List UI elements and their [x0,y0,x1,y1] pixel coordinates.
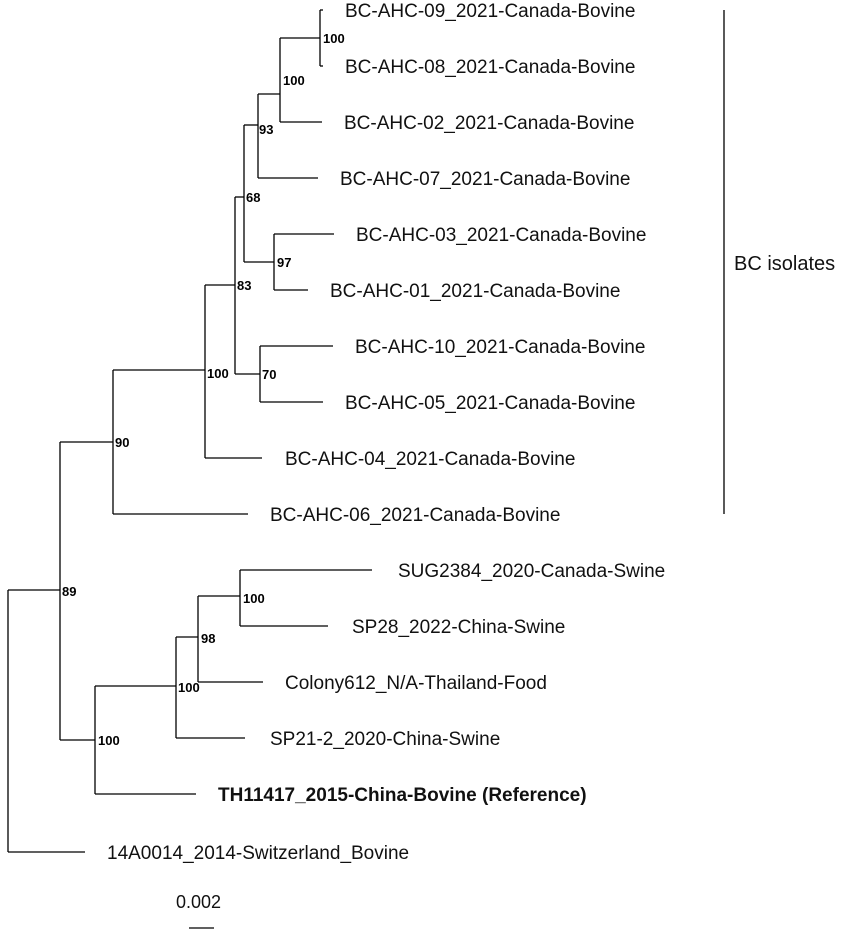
leaf-label-sp21-2: SP21-2_2020-China-Swine [270,729,500,750]
leaf-labels: BC-AHC-09_2021-Canada-Bovine BC-AHC-08_2… [107,1,665,864]
support-value: 90 [115,435,129,450]
leaf-label-th11417-reference: TH11417_2015-China-Bovine (Reference) [218,785,587,806]
leaf-label-bc-ahc-05: BC-AHC-05_2021-Canada-Bovine [345,393,635,414]
leaf-label-colony612: Colony612_N/A-Thailand-Food [285,673,547,694]
support-values: 100 100 93 97 70 68 83 100 90 100 98 100… [62,31,345,748]
support-value: 100 [178,680,200,695]
support-value: 98 [201,631,215,646]
leaf-label-sug2384: SUG2384_2020-Canada-Swine [398,561,665,582]
support-value: 100 [98,733,120,748]
support-value: 100 [323,31,345,46]
leaf-label-bc-ahc-02: BC-AHC-02_2021-Canada-Bovine [344,113,634,134]
leaf-label-sp28: SP28_2022-China-Swine [352,617,565,638]
leaf-label-bc-ahc-03: BC-AHC-03_2021-Canada-Bovine [356,225,646,246]
support-value: 97 [277,255,291,270]
leaf-label-bc-ahc-04: BC-AHC-04_2021-Canada-Bovine [285,449,575,470]
support-value: 93 [259,122,273,137]
clade-annotation: BC isolates [734,253,835,275]
leaf-label-14a0014: 14A0014_2014-Switzerland_Bovine [107,843,409,864]
leaf-label-bc-ahc-09: BC-AHC-09_2021-Canada-Bovine [345,1,635,22]
support-value: 83 [237,278,251,293]
leaf-label-bc-ahc-06: BC-AHC-06_2021-Canada-Bovine [270,505,560,526]
leaf-label-bc-ahc-08: BC-AHC-08_2021-Canada-Bovine [345,57,635,78]
support-value: 70 [262,367,276,382]
support-value: 100 [283,73,305,88]
scale-bar-label: 0.002 [176,892,221,912]
support-value: 89 [62,584,76,599]
leaf-label-bc-ahc-07: BC-AHC-07_2021-Canada-Bovine [340,169,630,190]
leaf-label-bc-ahc-10: BC-AHC-10_2021-Canada-Bovine [355,337,645,358]
tree-branches [7,9,372,853]
support-value: 100 [243,591,265,606]
support-value: 100 [207,366,229,381]
leaf-label-bc-ahc-01: BC-AHC-01_2021-Canada-Bovine [330,281,620,302]
support-value: 68 [246,190,260,205]
